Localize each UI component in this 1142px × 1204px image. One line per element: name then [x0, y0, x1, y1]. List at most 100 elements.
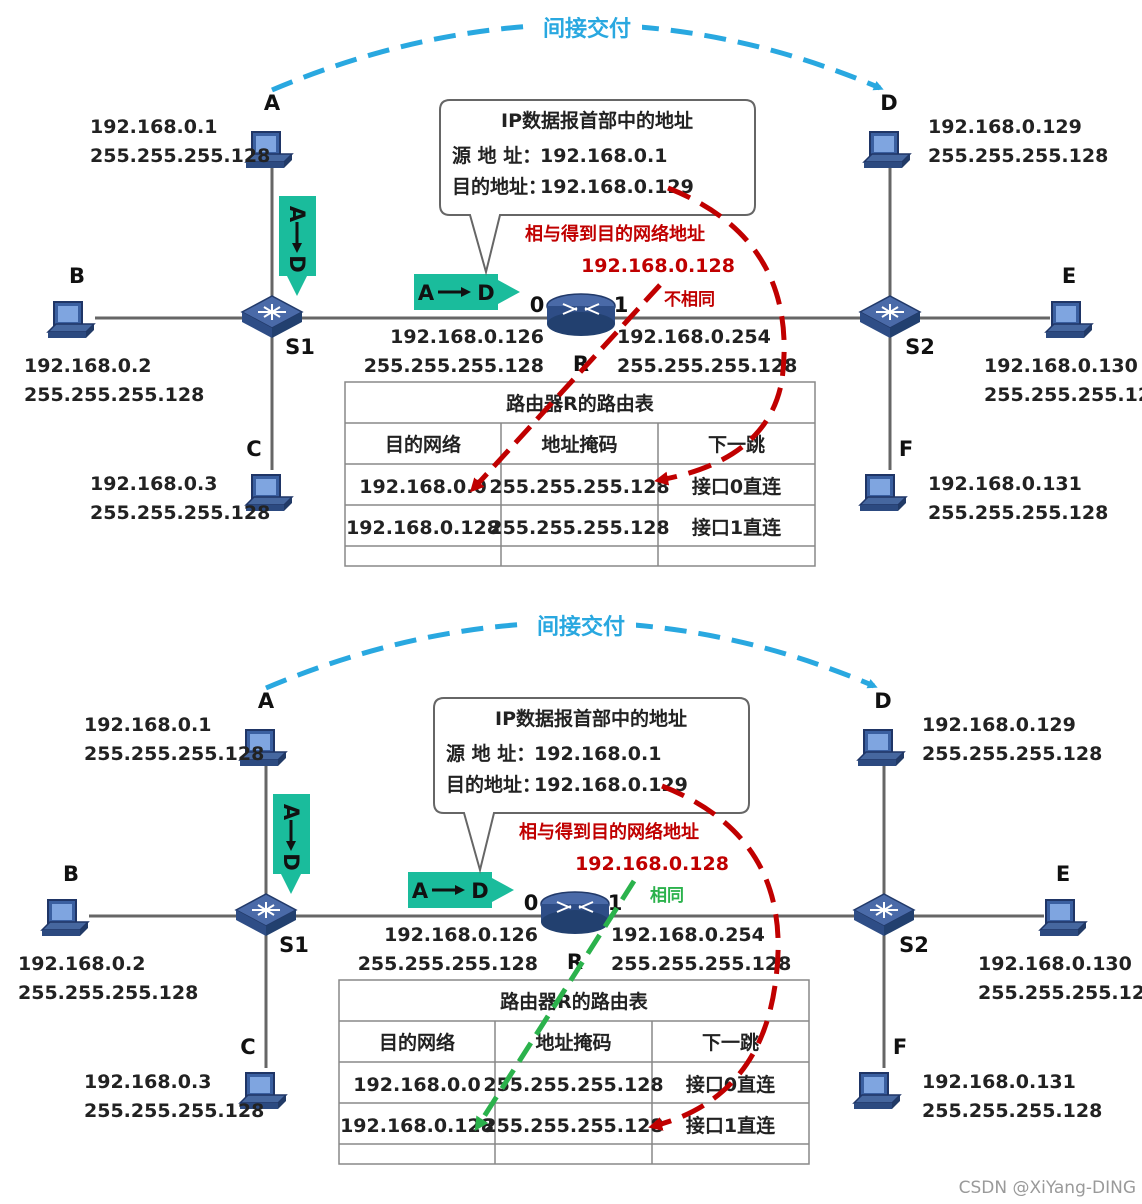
packet-horizontal-to: D [471, 879, 488, 903]
routing-table-header: 下一跳 [702, 1031, 759, 1054]
callout-bubble [433, 697, 750, 874]
routing-table-cell: 接口1直连 [686, 1114, 776, 1137]
router-port-1: 1 [608, 891, 623, 915]
panel-2: 间接交付 A 192.168.0.1 255.255.255.128 B 192.168.… [18, 610, 1142, 1165]
host-f-ip: 192.168.0.131 [928, 473, 1082, 495]
and-result-label: 相与得到目的网络地址 [519, 821, 699, 843]
router-if1-ip: 192.168.0.254 [617, 326, 771, 348]
and-result-label: 相与得到目的网络地址 [525, 223, 705, 245]
host-c-mask: 255.255.255.128 [84, 1100, 264, 1122]
host-a-ip: 192.168.0.1 [84, 714, 211, 736]
packet-horizontal-to: D [477, 281, 494, 305]
switch-s2-switch-icon [853, 893, 915, 937]
host-a-ip: 192.168.0.1 [90, 116, 217, 138]
host-b-label: B [69, 264, 85, 288]
routing-table-cell: 192.168.0.128 [340, 1115, 494, 1137]
host-a-mask: 255.255.255.128 [90, 145, 270, 167]
switch-s1-label: S1 [285, 335, 315, 359]
routing-table-cell: 255.255.255.128 [483, 1115, 663, 1137]
host-f-mask: 255.255.255.128 [922, 1100, 1102, 1122]
host-c-label: C [246, 437, 261, 461]
callout-dst: 192.168.0.129 [534, 774, 688, 796]
packet-vertical-from: A [285, 206, 309, 223]
host-e-label: E [1056, 862, 1070, 886]
host-b-computer-icon [41, 899, 89, 937]
host-c-ip: 192.168.0.3 [90, 473, 217, 495]
packet-box-vertical-tip [287, 276, 307, 296]
switch-s2-label: S2 [899, 933, 929, 957]
routing-table-cell: 255.255.255.128 [483, 1074, 663, 1096]
router-if0-mask: 255.255.255.128 [358, 953, 538, 975]
host-f-ip: 192.168.0.131 [922, 1071, 1076, 1093]
callout-title: IP数据报首部中的地址 [495, 707, 687, 730]
host-f-mask: 255.255.255.128 [928, 502, 1108, 524]
host-d-computer-icon [863, 131, 911, 169]
watermark: CSDN @XiYang-DING [958, 1178, 1136, 1198]
routing-table-cell: 192.168.0.0 [353, 1074, 480, 1096]
host-c-mask: 255.255.255.128 [90, 502, 270, 524]
router-if1-mask: 255.255.255.128 [611, 953, 791, 975]
routing-table-cell: 192.168.0.0 [359, 476, 486, 498]
compare-result: 不相同 [664, 289, 715, 310]
router-if1-ip: 192.168.0.254 [611, 924, 765, 946]
host-e-mask: 255.255.255.128 [978, 982, 1142, 1004]
indirect-label-bg [526, 610, 636, 640]
packet-vertical-from: A [279, 804, 303, 821]
routing-table-cell: 255.255.255.128 [489, 476, 669, 498]
router-icon [540, 891, 610, 935]
host-b-mask: 255.255.255.128 [18, 982, 198, 1004]
router-port-0: 0 [524, 891, 539, 915]
host-d-computer-icon [857, 729, 905, 767]
callout-dst: 192.168.0.129 [540, 176, 694, 198]
network-result: 192.168.0.128 [581, 255, 735, 277]
packet-vertical-to: D [285, 255, 309, 272]
host-d-mask: 255.255.255.128 [928, 145, 1108, 167]
switch-s2-switch-icon [859, 295, 921, 339]
indirect-delivery-label: 间接交付 [537, 614, 625, 640]
mask-lookup-arrow [648, 783, 781, 1131]
packet-horizontal-from: A [418, 281, 435, 305]
packet-horizontal-from: A [412, 879, 429, 903]
callout-dst-label: 目的地址： [446, 773, 541, 796]
host-b-label: B [63, 862, 79, 886]
router-if0-ip: 192.168.0.126 [390, 326, 544, 348]
compare-result: 相同 [650, 885, 684, 906]
host-f-computer-icon [859, 474, 907, 512]
host-a-label: A [258, 689, 275, 713]
host-d-label: D [874, 689, 891, 713]
panel-1: 间接交付A192.168.0.1255.255.255.128B192.168.… [24, 12, 1142, 567]
host-a-label: A [264, 91, 281, 115]
routing-table-cell: 192.168.0.128 [346, 517, 500, 539]
routing-table-cell: 接口0直连 [692, 475, 782, 498]
host-f-label: F [893, 1035, 907, 1059]
routing-table-header: 目的网络 [379, 1031, 455, 1054]
routing-table-title: 路由器R的路由表 [500, 990, 649, 1013]
routing-table-header: 地址掩码 [541, 433, 617, 456]
callout-title: IP数据报首部中的地址 [501, 109, 693, 132]
switch-s2-label: S2 [905, 335, 935, 359]
host-e-computer-icon [1039, 899, 1087, 937]
host-f-computer-icon [853, 1072, 901, 1110]
switch-s1-switch-icon [241, 295, 303, 339]
switch-s1-switch-icon [235, 893, 297, 937]
router-port-0: 0 [530, 293, 545, 317]
indirect-label-bg [532, 12, 642, 42]
host-c-ip: 192.168.0.3 [84, 1071, 211, 1093]
host-c-label: C [240, 1035, 255, 1059]
router-if1-mask: 255.255.255.128 [617, 355, 797, 377]
callout-src: 192.168.0.1 [540, 145, 667, 167]
router-port-1: 1 [614, 293, 629, 317]
routing-table-cell: 255.255.255.128 [489, 517, 669, 539]
callout-dst-label: 目的地址： [452, 175, 547, 198]
host-b-ip: 192.168.0.2 [24, 355, 151, 377]
routing-table-header: 目的网络 [385, 433, 461, 456]
host-e-mask: 255.255.255.128 [984, 384, 1142, 406]
routing-table-frame [344, 381, 816, 567]
host-d-label: D [880, 91, 897, 115]
packet-box-horizontal-tip [498, 280, 520, 304]
host-e-ip: 192.168.0.130 [978, 953, 1132, 975]
packet-box-horizontal-tip [492, 878, 514, 902]
